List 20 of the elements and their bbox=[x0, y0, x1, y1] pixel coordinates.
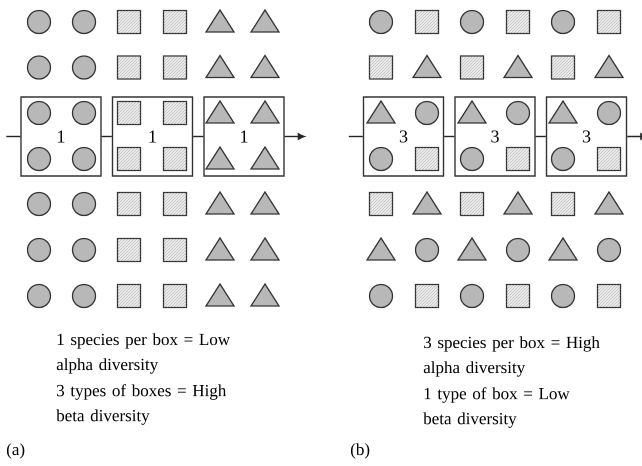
quadrat-box: 3 bbox=[546, 96, 628, 177]
connector-line bbox=[444, 136, 454, 138]
caption-text: 3 species per box = High alpha diversity bbox=[424, 336, 600, 377]
connector-line bbox=[536, 136, 546, 138]
quadrat-box: 3 bbox=[454, 96, 536, 177]
arrow bbox=[627, 133, 642, 140]
arrow bbox=[284, 133, 305, 140]
quadrat-box: 1 bbox=[203, 96, 285, 177]
connector-line bbox=[102, 136, 112, 138]
connector-line bbox=[6, 136, 20, 138]
quadrat-box: 1 bbox=[112, 96, 194, 177]
connector-line bbox=[193, 136, 204, 138]
caption-text: (b) bbox=[350, 443, 370, 459]
quadrat-box: 1 bbox=[20, 96, 102, 177]
quadrat-box: 3 bbox=[362, 96, 444, 177]
caption-text: 1 species per box = Low alpha diversity bbox=[56, 333, 230, 374]
caption-text: 1 type of box = Low beta diversity bbox=[423, 387, 570, 428]
caption-text: 3 types of boxes = High beta diversity bbox=[56, 384, 226, 425]
connector-line bbox=[348, 136, 363, 138]
caption-text: (a) bbox=[6, 443, 24, 459]
